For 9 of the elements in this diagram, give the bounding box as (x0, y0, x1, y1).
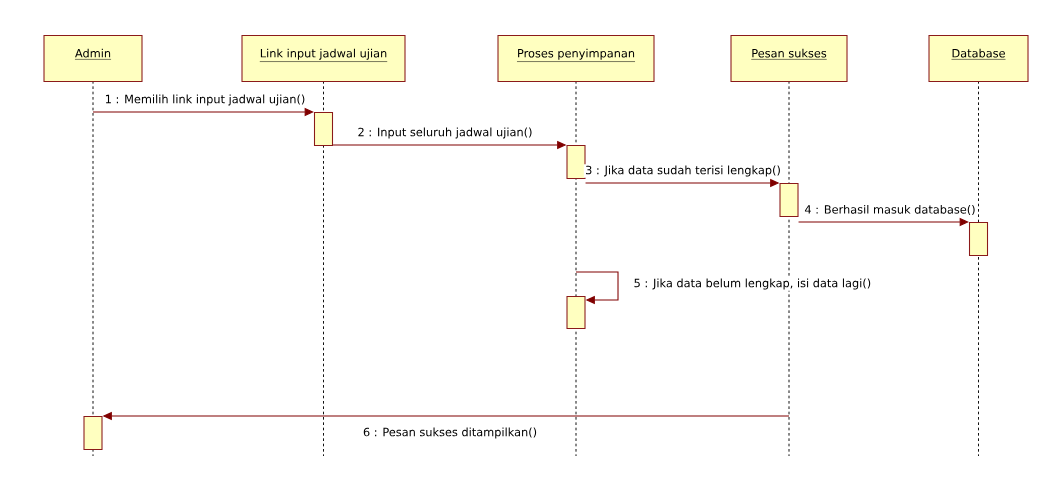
activation-bar (779, 183, 799, 218)
message-label: 5 : Jika data belum lengkap, isi data lagi() (632, 277, 873, 291)
activation-bar (566, 296, 586, 330)
activation-bar (83, 416, 103, 451)
activation-bar (566, 145, 586, 180)
message-label: 3 : Jika data sudah terisi lengkap() (583, 164, 783, 178)
message-arrow (575, 271, 619, 305)
activation-bar (313, 112, 334, 147)
activation-bar (968, 222, 989, 257)
